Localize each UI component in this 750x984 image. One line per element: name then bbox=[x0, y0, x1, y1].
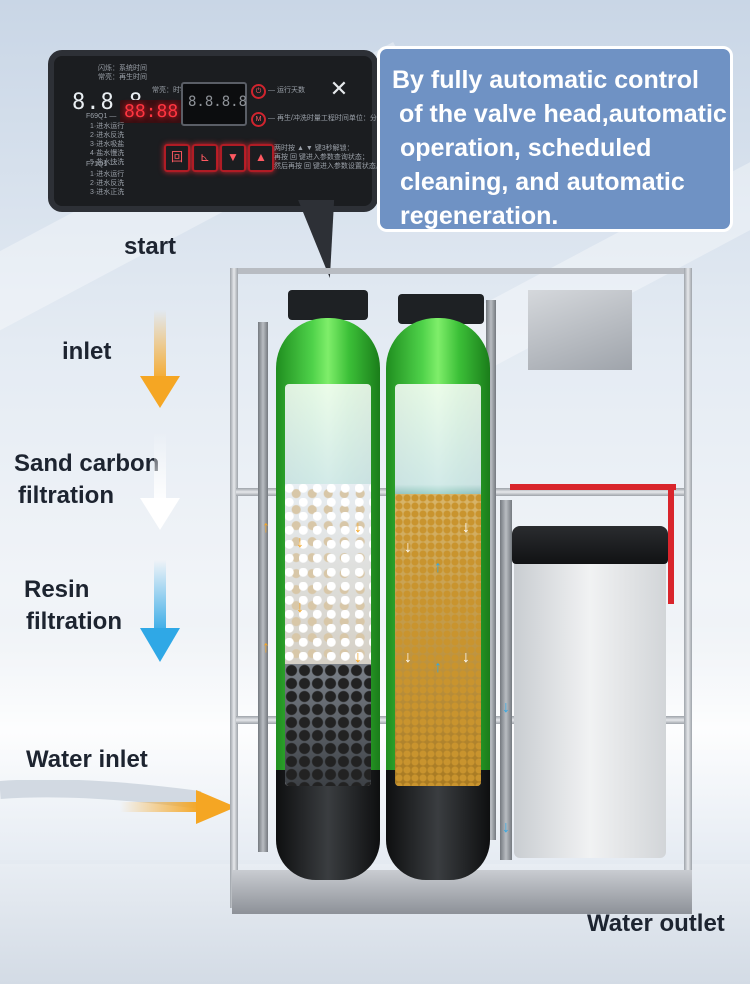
callout-line: cleaning, and automatic bbox=[400, 168, 685, 196]
panel-small-text: 1·进水运行 2·进水反洗 3·进水吸盐 4·盐水慢洗 5·盐水快洗 bbox=[90, 123, 125, 166]
power-icon[interactable]: ⏻ bbox=[251, 84, 266, 99]
label-sand-carbon: Sand carbon filtration bbox=[14, 448, 159, 512]
down-icon[interactable]: ▼ bbox=[220, 144, 246, 172]
label-resin-line2: filtration bbox=[26, 608, 122, 635]
tank-cutaway bbox=[395, 384, 481, 786]
arrow-down-icon bbox=[140, 560, 180, 662]
panel-small-text: 闪烁：系统时间 常亮：再生时间 bbox=[98, 65, 147, 81]
flow-arrow-up: ↑ bbox=[434, 559, 442, 576]
panel-small-text: — 运行天数 bbox=[268, 87, 305, 94]
label-resin-line1: Resin bbox=[24, 576, 90, 603]
company-logo-icon: ✕ bbox=[329, 76, 349, 101]
label-inlet: inlet bbox=[62, 338, 112, 365]
pipe bbox=[258, 322, 268, 852]
label-water-inlet: Water inlet bbox=[26, 746, 148, 773]
frame-post bbox=[230, 268, 238, 908]
panel-model-b: F71Q1 — bbox=[86, 161, 117, 168]
pipe bbox=[510, 484, 676, 490]
flow-arrow-up: ↑ bbox=[434, 659, 442, 676]
flow-arrow-down: ↓ bbox=[462, 519, 470, 536]
pipe bbox=[668, 484, 674, 604]
pipe bbox=[500, 500, 512, 860]
flow-arrow-down: ↓ bbox=[354, 649, 362, 666]
lcd-screen-text: 8.8.8.8 bbox=[188, 94, 248, 110]
panel-small-text: 1·进水运行 2·进水反洗 3·进水正洗 bbox=[90, 171, 125, 196]
panel-model-a: F69Q1 — bbox=[86, 113, 117, 120]
label-sand-carbon-line1: Sand carbon bbox=[14, 450, 160, 477]
flow-arrow-down: ↓ bbox=[296, 599, 304, 616]
flow-arrow-down: ↓ bbox=[404, 539, 412, 556]
flow-arrow-down: ↓ bbox=[296, 534, 304, 551]
flow-arrow-down: ↓ bbox=[354, 519, 362, 536]
callout-line: operation, scheduled bbox=[400, 134, 652, 162]
label-sand-carbon-line2: filtration bbox=[18, 482, 114, 509]
callout-line: By fully automatic control bbox=[392, 66, 699, 94]
tank-cutaway bbox=[285, 384, 371, 786]
frame-post bbox=[684, 268, 692, 908]
electrical-box bbox=[528, 290, 632, 370]
lcd-screen: 8.8.8.8 bbox=[181, 82, 247, 126]
panel-small-text: 常亮：时钟状态 bbox=[152, 87, 201, 94]
carbon-media bbox=[285, 664, 371, 786]
flow-arrow-down: ↓ bbox=[404, 649, 412, 666]
brine-tank-lid bbox=[512, 526, 668, 564]
label-resin: Resin filtration bbox=[24, 574, 122, 638]
feature-callout: By fully automatic control of the valve … bbox=[377, 46, 733, 232]
label-water-outlet: Water outlet bbox=[587, 910, 725, 937]
menu-key[interactable]: 回 bbox=[164, 144, 190, 172]
up-icon[interactable]: ▲ bbox=[248, 144, 274, 172]
menu-icon[interactable]: M bbox=[251, 112, 266, 127]
flow-arrow-down: ↓ bbox=[502, 699, 510, 716]
flow-arrow-up: ↑ bbox=[262, 639, 270, 656]
tank-base bbox=[276, 770, 380, 880]
control-panel: 闪烁：系统时间 常亮：再生时间 常亮：时钟状态 8.8.8. 88:88 8.8… bbox=[48, 50, 384, 212]
flow-arrow-down: ↓ bbox=[462, 649, 470, 666]
flow-arrow-up: ↑ bbox=[262, 519, 270, 536]
callout-line: regeneration. bbox=[400, 202, 559, 230]
flow-arrow-down: ↓ bbox=[502, 819, 510, 836]
valve-head bbox=[288, 290, 368, 320]
arrow-down-icon bbox=[140, 310, 180, 408]
resin-media bbox=[395, 494, 481, 786]
panel-small-text: 两时按 ▲ ▼ 键3秒解锁： 再按 回 键进入参数查询状态； 然后再按 回 键进… bbox=[274, 145, 383, 170]
led-display-red: 88:88 bbox=[120, 100, 183, 123]
tank-base bbox=[386, 770, 490, 880]
set-key[interactable]: ⊾ bbox=[192, 144, 218, 172]
brine-tank bbox=[514, 528, 666, 858]
panel-small-text: — 再生/冲洗时量工程时间单位：分钟 bbox=[268, 115, 384, 122]
water-inlet-arrow bbox=[0, 780, 236, 824]
arrow-down-icon bbox=[140, 432, 180, 530]
pipe bbox=[486, 300, 496, 840]
callout-line: of the valve head,automatic bbox=[392, 100, 727, 128]
label-start: start bbox=[124, 233, 177, 260]
